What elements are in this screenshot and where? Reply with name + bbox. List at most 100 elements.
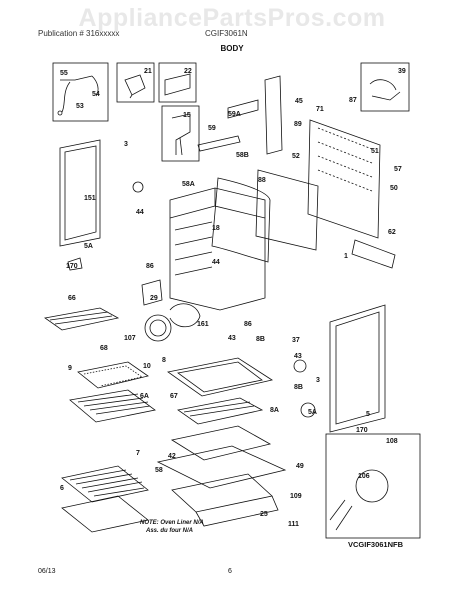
callout: 44: [212, 259, 220, 266]
broiler-pan-grid: [83, 365, 143, 387]
wire-harness: [60, 75, 99, 113]
callout: 18: [212, 225, 220, 232]
oven-rack-6-second: [61, 495, 149, 533]
back-panel-vents: [317, 127, 373, 192]
callout: 22: [184, 68, 192, 75]
part-29: [141, 279, 163, 306]
oven-rack-rails: [174, 221, 213, 276]
header-publication: Publication # 316xxxxx: [38, 29, 120, 38]
trim-59: [197, 135, 241, 152]
side-panel-left-inner: [64, 145, 97, 241]
callout: 59: [208, 125, 216, 132]
callout: 87: [349, 97, 357, 104]
callout: 53: [76, 103, 84, 110]
callout: 15: [183, 112, 191, 119]
callout: 42: [168, 453, 176, 460]
callout: 29: [150, 295, 158, 302]
oven-rack-6A: [69, 389, 156, 423]
callout: 8B: [256, 336, 265, 343]
wire-connector: [57, 110, 63, 116]
callout: 58: [155, 467, 163, 474]
storage-drawer: [156, 445, 287, 489]
callout: 58B: [236, 152, 249, 159]
callout: 68: [100, 345, 108, 352]
callout: 86: [244, 321, 252, 328]
callout: 108: [386, 438, 398, 445]
convection-fan-inner: [149, 319, 167, 337]
callout: 106: [358, 473, 370, 480]
part-21-bracket: [124, 74, 146, 99]
part-22-block: [164, 73, 191, 96]
callout: 10: [143, 363, 151, 370]
note-line: NOTE: Oven Liner N/A: [140, 520, 204, 526]
knob-44: [132, 181, 144, 193]
callout: 66: [68, 295, 76, 302]
part-39-sensor: [369, 79, 401, 101]
oven-bottom-8-inner: [177, 361, 263, 393]
callout: 25: [260, 511, 268, 518]
callout: 6: [60, 485, 64, 492]
trim-59A: [227, 99, 259, 119]
back-panel: [307, 119, 381, 239]
broiler-pan: [77, 361, 149, 389]
insulation-blanket: [211, 177, 271, 263]
callout: 86: [146, 263, 154, 270]
inset-box-22: [158, 62, 197, 103]
callout: 8: [162, 357, 166, 364]
callout: 107: [124, 335, 136, 342]
oven-bottom-8: [167, 357, 274, 397]
drawer-liner: [171, 473, 273, 513]
callout: 6A: [140, 393, 149, 400]
callout: 109: [290, 493, 302, 500]
callout: 89: [294, 121, 302, 128]
callout: 3: [124, 141, 128, 148]
screw-43: [293, 359, 307, 373]
callout: 39: [398, 68, 406, 75]
footer-date: 06/13: [38, 568, 56, 575]
side-panel-right: [329, 304, 386, 433]
callout: 44: [136, 209, 144, 216]
callout: 52: [292, 153, 300, 160]
part-15-switch: [171, 113, 191, 156]
broil-element-terminal: [351, 239, 396, 269]
inset-box-39: [360, 62, 410, 112]
callout: 58A: [182, 181, 195, 188]
callout: 8B: [294, 384, 303, 391]
callout: 43: [228, 335, 236, 342]
callout: 5A: [308, 409, 317, 416]
callout: 43: [294, 353, 302, 360]
oven-rack-6-bars: [69, 469, 145, 497]
callout: 49: [296, 463, 304, 470]
inset-box-55: [52, 62, 109, 122]
convection-fan-cover: [144, 314, 172, 342]
callout: 37: [292, 337, 300, 344]
callout: 170: [66, 263, 78, 270]
callout: 161: [197, 321, 209, 328]
callout: 50: [390, 185, 398, 192]
callout: 9: [68, 365, 72, 372]
callout: 57: [394, 166, 402, 173]
callout-labels: 55 54 53 21 22 39 15 45 59A 87 59 71 3 8…: [60, 68, 406, 549]
drawer-front: [195, 495, 279, 527]
inset-box-108: [325, 433, 421, 539]
callout: 51: [371, 148, 379, 155]
callout: 71: [316, 106, 324, 113]
bake-element-66: [43, 307, 120, 331]
callout: 170: [356, 427, 368, 434]
callout: 55: [60, 70, 68, 77]
rear-cover: [255, 169, 319, 251]
note-line: Ass. du four N/A: [145, 528, 193, 534]
gasket-161: [169, 303, 201, 328]
inset-box-15: [161, 105, 200, 162]
oven-rack-6: [61, 465, 149, 503]
diagram-code: VCGIF3061NFB: [348, 540, 404, 549]
leveler-leg: [67, 257, 83, 271]
side-panel-left: [59, 139, 101, 247]
strip-45: [264, 75, 283, 155]
page-title: BODY: [220, 44, 244, 53]
callout: 1: [344, 253, 348, 260]
oven-cavity-edges: [169, 188, 266, 219]
drawer-top-8A: [170, 425, 272, 461]
callout: 67: [170, 393, 178, 400]
